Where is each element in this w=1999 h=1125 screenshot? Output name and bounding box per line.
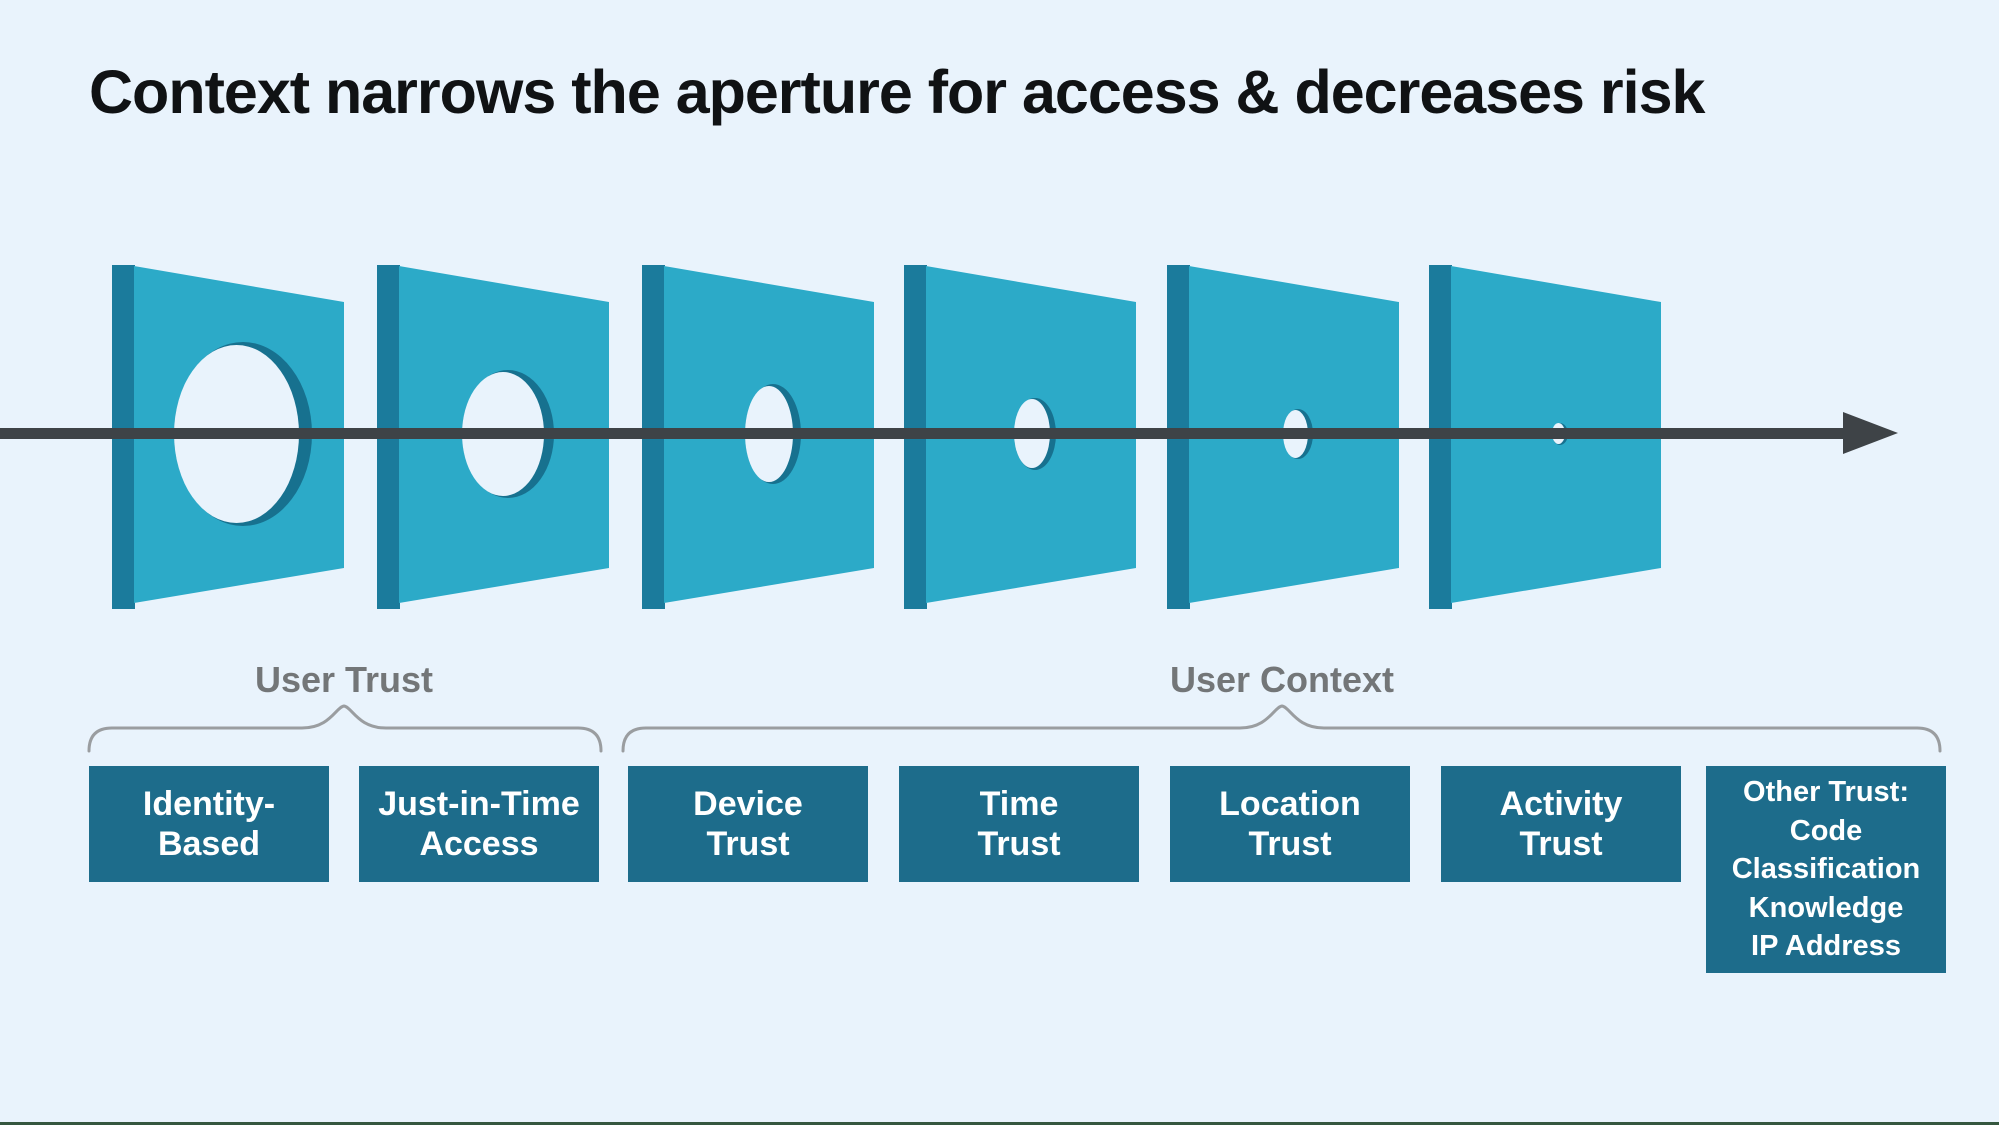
trust-box-just-in-time-access: Just-in-Time Access [359, 766, 599, 882]
box-line: Time [979, 784, 1059, 823]
bottom-edge-line [0, 1122, 1999, 1125]
box-line: Classification [1731, 853, 1921, 886]
trust-box-activity-trust: Activity Trust [1441, 766, 1681, 882]
box-line: Just-in-Time [378, 784, 580, 823]
box-line: Knowledge [1748, 891, 1904, 924]
trust-box-other-trust: Other Trust: Code Classification Knowled… [1706, 766, 1946, 973]
access-arrow-line [0, 428, 1843, 439]
box-line: Location [1219, 784, 1361, 823]
box-line: IP Address [1751, 930, 1901, 963]
box-line: Trust [977, 825, 1061, 863]
box-line: Code [1789, 814, 1863, 847]
box-line: Device [693, 784, 803, 823]
section-label-user-context: User Context [1169, 659, 1395, 700]
box-line: Activity [1499, 784, 1623, 823]
box-line: Based [157, 825, 261, 863]
trust-box-identity-based: Identity- Based [89, 766, 329, 882]
user-trust-brace [87, 704, 603, 753]
box-line: Trust [706, 825, 790, 863]
trust-box-location-trust: Location Trust [1170, 766, 1410, 882]
access-arrow-head [1843, 412, 1898, 454]
box-line: Trust [1248, 825, 1332, 863]
slide-title: Context narrows the aperture for access … [89, 58, 1705, 126]
section-label-user-trust: User Trust [254, 659, 434, 700]
trust-box-time-trust: Time Trust [899, 766, 1139, 882]
box-line: Access [419, 825, 539, 863]
box-line: Other Trust: [1743, 776, 1909, 809]
box-line: Identity- [142, 784, 276, 823]
box-line: Trust [1519, 825, 1603, 863]
user-context-brace [621, 704, 1942, 753]
trust-box-device-trust: Device Trust [628, 766, 868, 882]
